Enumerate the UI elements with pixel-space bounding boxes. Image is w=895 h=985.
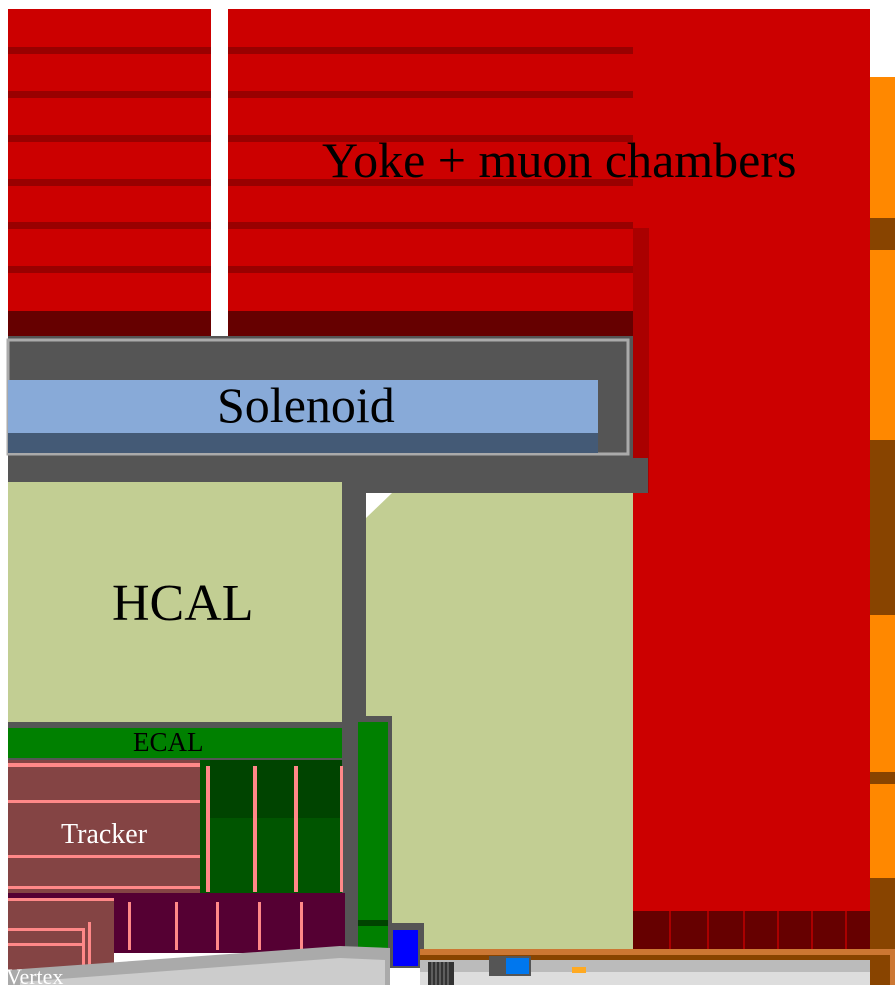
ecal-barrel: [8, 728, 342, 758]
tracker-region: [8, 760, 343, 893]
yoke-barrel-base-left: [8, 311, 211, 336]
vertex-barrel: [8, 898, 114, 970]
hcal-endcap: [366, 493, 633, 949]
ecal-label: ECAL: [133, 727, 204, 757]
vertex-label: Vertex: [6, 964, 63, 985]
beampipe-highlight: [20, 958, 385, 985]
hcal-barrel: [8, 482, 342, 722]
beampipe-region: [8, 923, 895, 985]
ecal-endcap: [358, 722, 388, 950]
cryostat: [6, 336, 633, 458]
forward-marker: [572, 967, 586, 973]
yoke-barrel: [8, 9, 633, 336]
hcal-label: HCAL: [112, 575, 254, 632]
orange-dark-band: [870, 772, 895, 784]
ecal-endcap-stripe: [358, 920, 388, 926]
forward-beampipe-top: [420, 972, 870, 985]
vertex-region: [8, 893, 345, 970]
tracker-endcap-dark: [210, 760, 342, 818]
yoke-endcap-base: [633, 911, 870, 949]
solenoid-label: Solenoid: [217, 377, 395, 433]
tracker-barrel: [8, 760, 200, 893]
yoke-endcap-block: [633, 9, 870, 911]
yoke-barrel-base-right: [228, 311, 633, 336]
forward-structure-right: [870, 77, 895, 985]
solenoid-coil-shadow: [8, 433, 598, 453]
yoke-endcap: [633, 9, 870, 949]
yoke-barrel-right: [228, 9, 633, 311]
ecal-region: [8, 716, 392, 950]
solenoid-coil: [8, 380, 598, 433]
orange-dark-band: [870, 218, 895, 250]
yoke-barrel-left: [8, 9, 211, 311]
yoke-endcap-shadow: [633, 228, 649, 493]
lumical: [393, 930, 418, 966]
tracker-label: Tracker: [61, 819, 148, 850]
yoke-label: Yoke + muon chambers: [322, 132, 796, 188]
orange-dark-band: [870, 440, 895, 615]
beamcal: [506, 958, 529, 974]
